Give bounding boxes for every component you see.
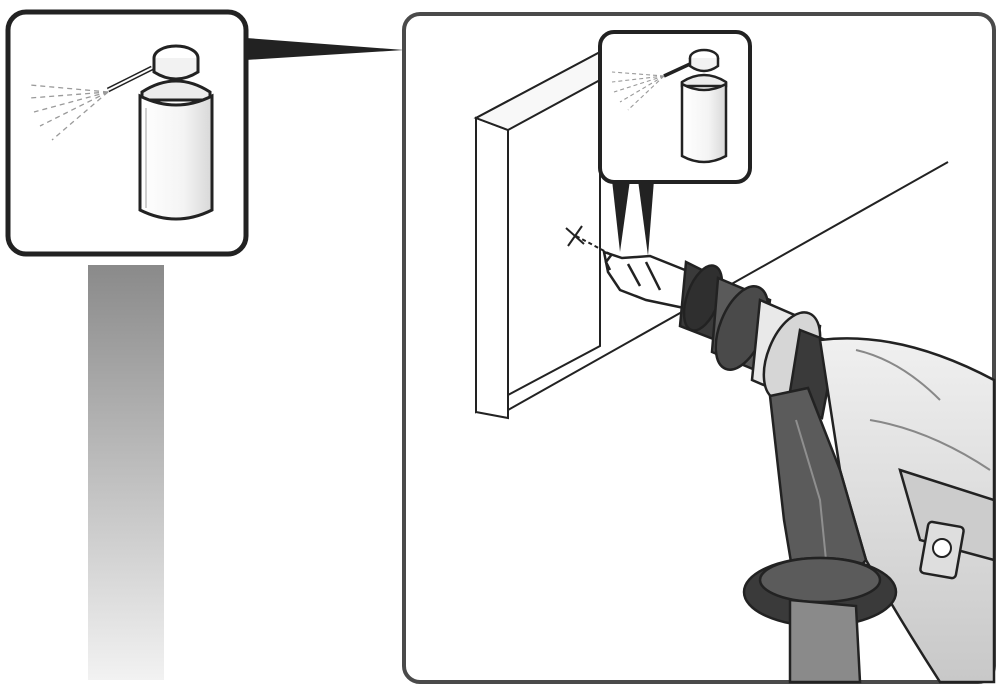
spray-can-icon <box>611 48 728 164</box>
target-mark <box>565 225 611 255</box>
drill-icon <box>602 250 996 684</box>
gradient-bar <box>88 265 164 680</box>
spray-can-inset <box>598 30 752 256</box>
spray-can-icon <box>29 44 214 221</box>
wall-board <box>473 50 601 420</box>
spray-can-callout <box>5 9 249 257</box>
main-scene <box>473 30 996 684</box>
callout-pointer <box>246 38 404 60</box>
